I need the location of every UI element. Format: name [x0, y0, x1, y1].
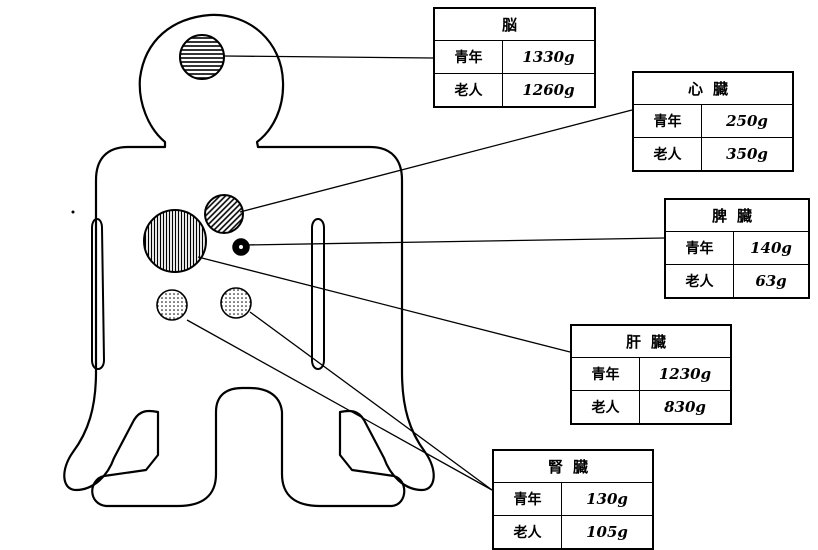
old-weight: 350g [702, 138, 794, 172]
old-weight: 1260g [503, 74, 596, 108]
right-inner-arm-line [312, 219, 324, 369]
spleen-organ-dot [239, 245, 243, 249]
left-inner-arm-line [92, 219, 104, 369]
young-label: 青年 [493, 483, 562, 516]
table-title: 脾臓 [665, 199, 809, 232]
table-title: 肝臓 [571, 325, 731, 358]
heart-connector [240, 110, 632, 212]
body-outline [64, 15, 433, 506]
young-label: 青年 [434, 41, 503, 74]
young-weight: 140g [734, 232, 810, 265]
old-label: 老人 [493, 516, 562, 550]
kidney-right-organ [221, 288, 251, 318]
table-title: 脳 [434, 8, 595, 41]
heart-organ [205, 195, 243, 233]
old-weight: 105g [562, 516, 654, 550]
heart-weight-table: 心臓 青年 250g 老人 350g [632, 71, 794, 172]
kidney-left-connector [187, 320, 492, 490]
brain-connector [224, 56, 433, 58]
young-label: 青年 [665, 232, 734, 265]
speck [72, 211, 75, 214]
old-weight: 63g [734, 265, 810, 299]
old-weight: 830g [640, 391, 732, 425]
liver-weight-table: 肝臓 青年 1230g 老人 830g [570, 324, 732, 425]
young-label: 青年 [633, 105, 702, 138]
old-label: 老人 [665, 265, 734, 299]
liver-organ [144, 210, 206, 272]
old-label: 老人 [571, 391, 640, 425]
spleen-weight-table: 脾臓 青年 140g 老人 63g [664, 198, 810, 299]
old-label: 老人 [633, 138, 702, 172]
spleen-connector [245, 238, 664, 245]
young-weight: 130g [562, 483, 654, 516]
young-weight: 1230g [640, 358, 732, 391]
young-label: 青年 [571, 358, 640, 391]
kidney-left-organ [157, 290, 187, 320]
brain-weight-table: 脳 青年 1330g 老人 1260g [433, 7, 596, 108]
liver-connector [198, 257, 570, 352]
old-label: 老人 [434, 74, 503, 108]
young-weight: 250g [702, 105, 794, 138]
young-weight: 1330g [503, 41, 596, 74]
table-title: 腎臓 [493, 450, 653, 483]
brain-organ [180, 35, 224, 79]
kidney-right-connector [250, 312, 492, 490]
kidney-weight-table: 腎臓 青年 130g 老人 105g [492, 449, 654, 550]
table-title: 心臓 [633, 72, 793, 105]
